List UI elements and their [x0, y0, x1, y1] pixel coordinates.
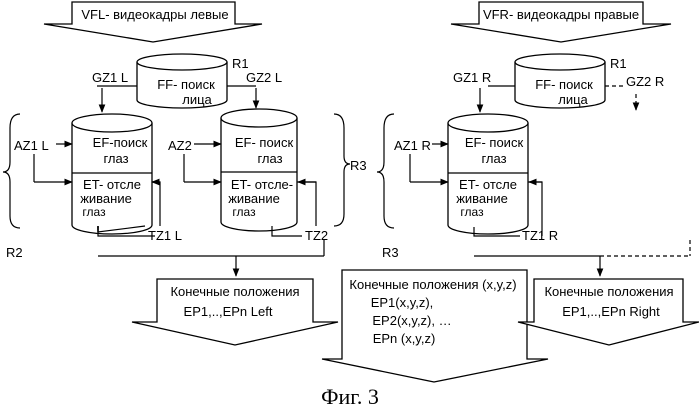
right-r3-label: R3	[382, 245, 399, 260]
right-brace-r3	[377, 114, 394, 228]
diagram-label: ET- отсле	[459, 177, 517, 192]
left-eye-cylinder-1: EF-поиск глаз ET- отсле живание глаз	[72, 114, 152, 234]
diagram-label: EP1,..,EPn Left	[184, 304, 273, 319]
right-gz2-label: GZ2 R	[626, 74, 664, 89]
diagram-label: Конечные положения (x,y,z)	[349, 277, 516, 292]
diagram-label: глаз	[232, 205, 256, 219]
left-face-search-cylinder: FF- поиск лица R1	[137, 54, 249, 108]
left-gz1-label: GZ1 L	[92, 70, 128, 85]
left-brace-r3	[334, 114, 350, 226]
right-face-search-cylinder: FF- поиск лица R1	[515, 54, 627, 108]
right-tz1-label: TZ1 R	[522, 228, 558, 243]
diagram-label: глаз	[481, 151, 506, 166]
diagram-label: живание	[228, 191, 280, 206]
left-face-ref: R1	[232, 56, 249, 71]
left-brace-r2	[3, 114, 20, 228]
diagram-label: ET- отсле-	[231, 177, 293, 192]
left-gz2-label: GZ2 L	[246, 70, 282, 85]
left-tz2-label: TZ2	[305, 228, 328, 243]
left-r2-label: R2	[6, 245, 23, 260]
left-r3-label: R3	[350, 158, 367, 173]
diagram-label: Конечные положения	[544, 284, 673, 299]
diagram-label: EF- поиск	[235, 135, 294, 150]
diagram-label: EP1,..,EPn Right	[562, 304, 660, 319]
right-az1-label: AZ1 R	[394, 138, 431, 153]
diagram-label: EPn (x,y,z)	[373, 331, 436, 346]
right-gz1-label: GZ1 R	[453, 70, 491, 85]
diagram-label: живание	[456, 191, 508, 206]
diagram-label: лица	[558, 92, 588, 107]
diagram-label: EP1(x,y,z),	[371, 295, 434, 310]
figure-caption: Фиг. 3	[321, 384, 379, 409]
diagram-label: VFL- видеокадры левые	[81, 7, 228, 22]
right-output-block: Конечные положения EP1,..,EPn Right	[518, 279, 699, 345]
diagram-label: глаз	[460, 205, 484, 219]
diagram-label: глаз	[257, 151, 282, 166]
right-eye-cylinder: EF- поиск глаз ET- отсле живание глаз	[448, 114, 528, 234]
left-output-block: Конечные положения EP1,..,EPn Left	[132, 279, 338, 345]
right-input-block: VFR- видеокадры правые	[451, 2, 671, 42]
diagram-label: EP2(x,y,z), …	[372, 313, 451, 328]
left-az1-label: AZ1 L	[14, 138, 49, 153]
diagram-label: живание	[80, 191, 132, 206]
diagram-label: ET- отсле	[83, 177, 141, 192]
diagram-label: глаз	[82, 205, 106, 219]
diagram-label: EF-поиск	[93, 135, 148, 150]
left-az2-label: AZ2	[168, 138, 192, 153]
diagram-label: глаз	[103, 151, 128, 166]
diagram-label: EF- поиск	[465, 135, 524, 150]
left-input-block: VFL- видеокадры левые	[44, 2, 262, 42]
diagram-label: Конечные положения	[170, 284, 299, 299]
diagram-label: лица	[182, 92, 212, 107]
diagram-label: FF- поиск	[535, 77, 593, 92]
left-eye-cylinder-2: EF- поиск глаз ET- отсле- живание глаз	[221, 109, 297, 231]
diagram-label: VFR- видеокадры правые	[483, 7, 639, 22]
left-tz1-label: TZ1 L	[148, 228, 182, 243]
center-output-block: Конечные положения (x,y,z) EP1(x,y,z), E…	[322, 270, 548, 382]
diagram-label: FF- поиск	[157, 77, 215, 92]
right-face-ref: R1	[610, 56, 627, 71]
